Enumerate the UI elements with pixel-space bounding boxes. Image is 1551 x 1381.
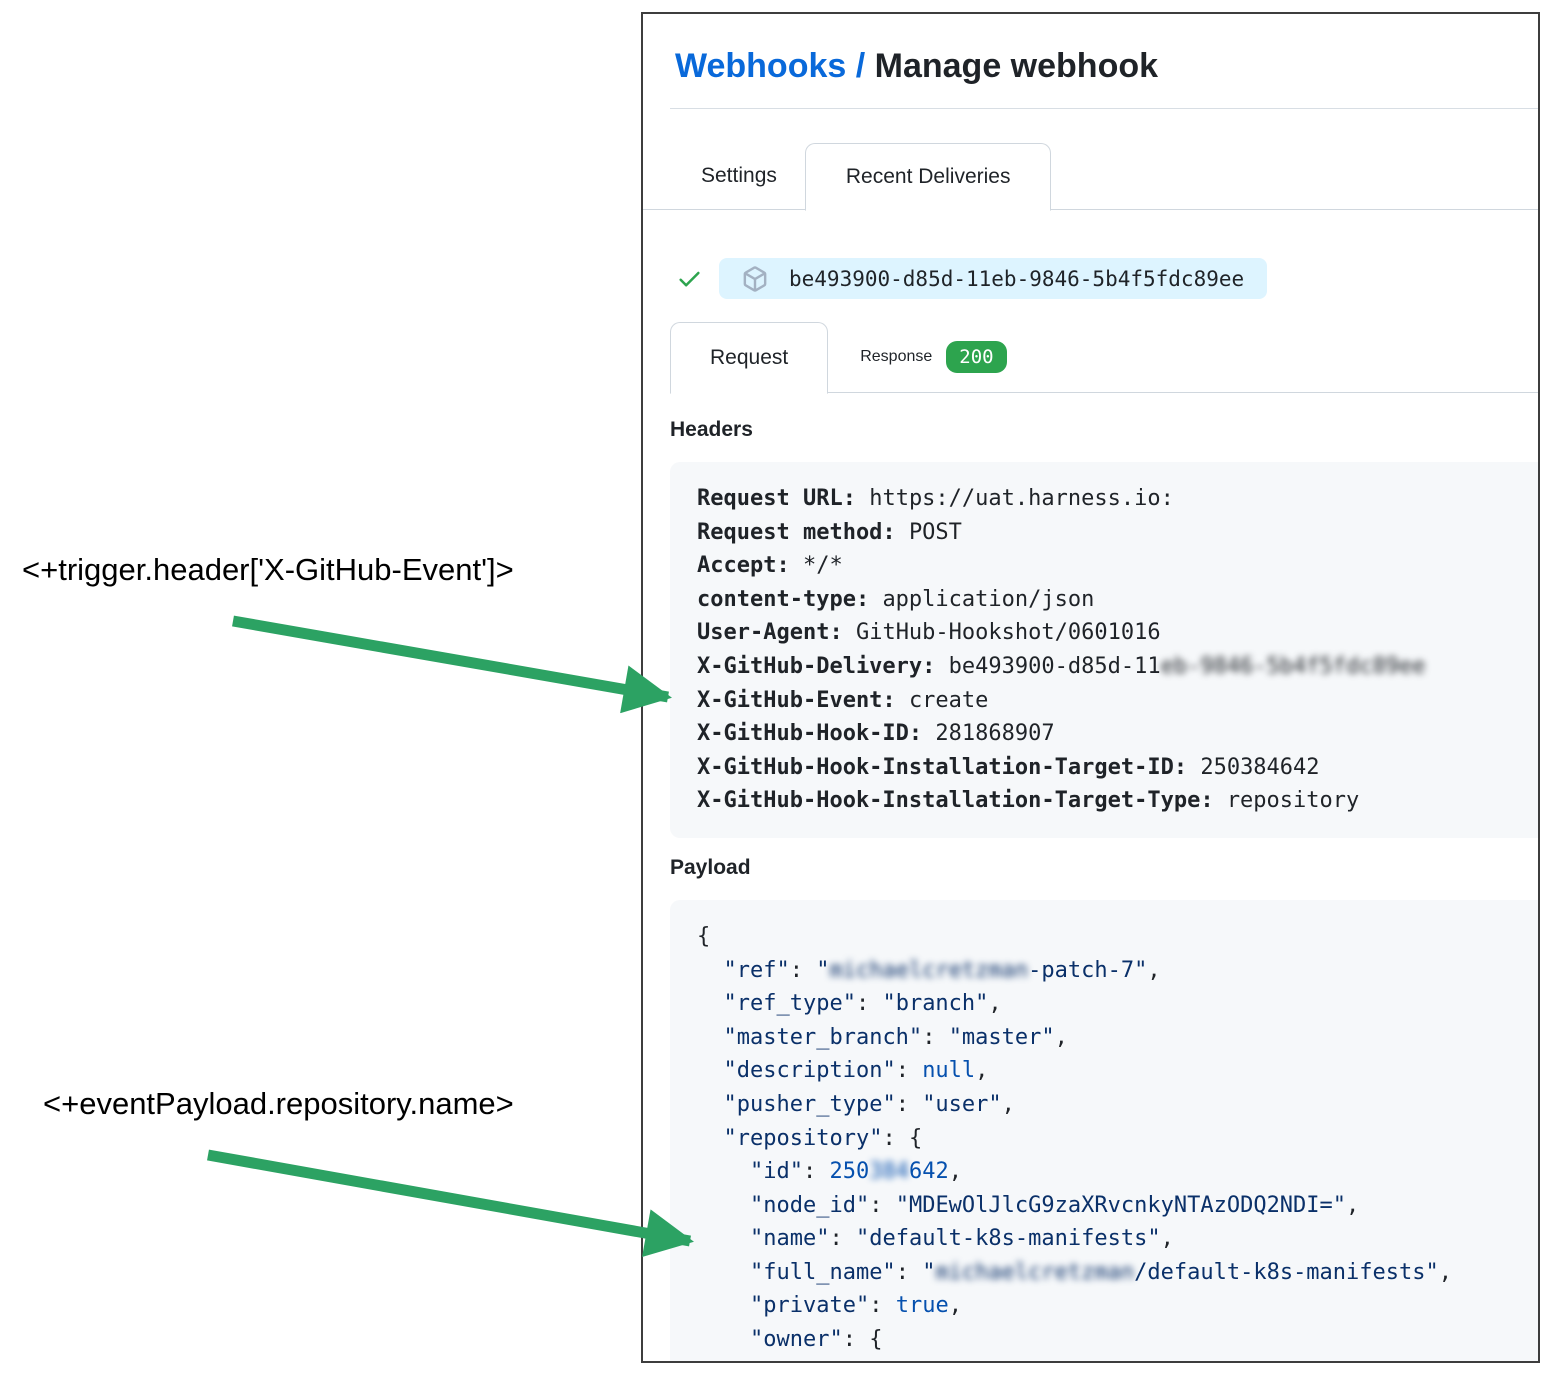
payload-line: "private": true,	[749, 1293, 962, 1319]
delivery-row: be493900-d85d-11eb-9846-5b4f5fdc89ee	[676, 258, 1538, 299]
headers-code-block: Request URL: https://uat.harness.io: Requ…	[670, 462, 1538, 838]
header-line: User-Agent: GitHub-Hookshot/0601016	[697, 620, 1161, 646]
header-line: Request URL: https://uat.harness.io:	[697, 486, 1174, 511]
page-title: Webhooks / Manage webhook	[675, 44, 1538, 88]
status-badge: 200	[946, 340, 1007, 374]
delivery-item[interactable]: be493900-d85d-11eb-9846-5b4f5fdc89ee	[719, 258, 1268, 299]
header-line: Request method: POST	[697, 519, 962, 545]
header-line: X-GitHub-Hook-ID: 281868907	[697, 721, 1055, 747]
delivery-guid: be493900-d85d-11eb-9846-5b4f5fdc89ee	[789, 266, 1245, 291]
tab-response[interactable]: Response 200	[828, 322, 1038, 392]
webhooks-breadcrumb-link[interactable]: Webhooks	[675, 47, 847, 85]
payload-line: "master_branch": "master",	[723, 1024, 1068, 1050]
header-line: content-type: application/json	[697, 586, 1095, 612]
payload-line: "full_name": "michaelcretzman/default-k8…	[749, 1259, 1453, 1285]
main-tab-bar: Settings Recent Deliveries	[643, 143, 1538, 211]
annotation-arrow-2	[207, 1149, 694, 1258]
tab-recent-deliveries[interactable]: Recent Deliveries	[804, 143, 1052, 211]
payload-line: "id": 250384642,	[749, 1159, 962, 1185]
annotation-arrow-1	[232, 615, 672, 714]
payload-line: "owner": {	[749, 1327, 883, 1353]
request-response-tab-bar: Request Response 200	[670, 322, 1538, 394]
annotation-payload-expression: <+eventPayload.repository.name>	[43, 1086, 514, 1121]
payload-line: "description": null,	[723, 1058, 989, 1084]
header-line: X-GitHub-Event: create	[697, 687, 989, 713]
payload-line: "name": "default-k8s-manifests",	[749, 1226, 1174, 1252]
title-divider	[670, 108, 1538, 109]
header-line: X-GitHub-Hook-Installation-Target-ID: 25…	[697, 754, 1320, 780]
header-line: X-GitHub-Hook-Installation-Target-Type: …	[697, 788, 1360, 814]
payload-line: {	[697, 923, 711, 949]
header-line: X-GitHub-Delivery: be493900-d85d-11eb-98…	[697, 653, 1426, 679]
breadcrumb-separator: /	[855, 47, 866, 85]
package-icon	[742, 265, 768, 292]
payload-heading: Payload	[670, 855, 751, 879]
payload-line: "pusher_type": "user",	[723, 1091, 1015, 1117]
payload-line: "repository": {	[723, 1125, 923, 1151]
page-title-text: Manage webhook	[874, 47, 1159, 85]
payload-line: "node_id": "MDEwOlJlcG9zaXRvcnkyNTAzODQ2…	[749, 1192, 1360, 1218]
payload-line: "ref": "michaelcretzman-patch-7",	[723, 957, 1161, 983]
check-icon	[676, 265, 703, 292]
headers-heading: Headers	[670, 418, 753, 441]
header-line: Accept: */*	[697, 553, 843, 579]
annotation-trigger-expression: <+trigger.header['X-GitHub-Event']>	[22, 552, 514, 587]
payload-line: "ref_type": "branch",	[723, 991, 1002, 1017]
tab-response-label: Response	[860, 348, 933, 365]
tab-request[interactable]: Request	[670, 322, 829, 394]
webhook-panel: Webhooks / Manage webhook Settings Recen…	[641, 12, 1540, 1363]
tab-settings[interactable]: Settings	[701, 164, 777, 187]
payload-code-block: { "ref": "michaelcretzman-patch-7", "ref…	[670, 899, 1538, 1361]
